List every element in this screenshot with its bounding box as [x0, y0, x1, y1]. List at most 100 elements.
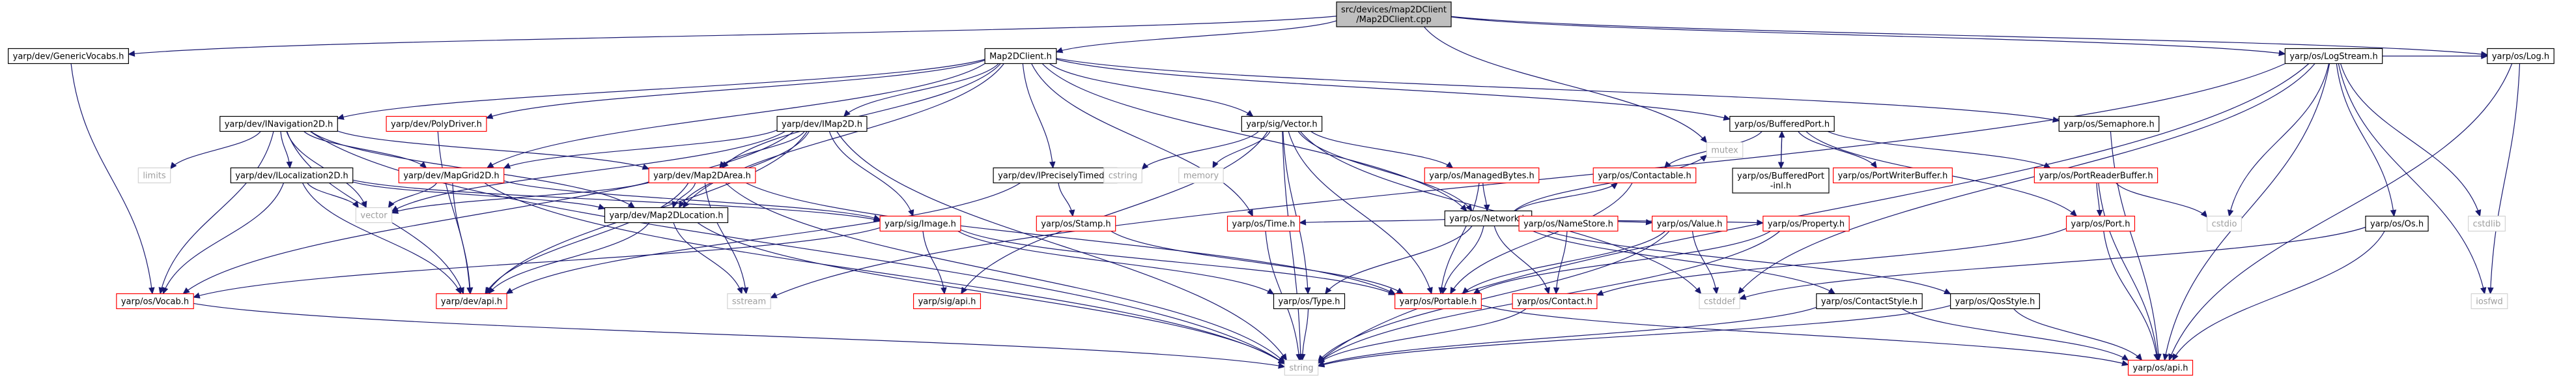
node-label: limits — [143, 171, 166, 181]
node-box — [1592, 167, 1697, 184]
node-ilocalization[interactable]: yarp/dev/ILocalization2D.h — [230, 167, 354, 184]
node-vocab[interactable]: yarp/os/Vocab.h — [116, 293, 194, 310]
node-memory[interactable]: memory — [1178, 167, 1224, 184]
node-map2dlocation[interactable]: yarp/dev/Map2DLocation.h — [604, 207, 729, 224]
node-box — [776, 115, 868, 132]
node-string[interactable]: string — [1284, 359, 1319, 376]
edge-mapgrid-to-devapi — [452, 183, 471, 294]
edge-contactable-to-portable — [1450, 183, 1633, 294]
edge-arrowhead — [169, 162, 177, 170]
node-contact[interactable]: yarp/os/Contact.h — [1512, 293, 1598, 310]
edge-arrowhead — [486, 162, 494, 169]
node-bufferedportimpl[interactable]: yarp/os/BufferedPort-inl.h — [1732, 168, 1830, 194]
edge-contact-to-string — [1318, 308, 1527, 364]
node-qosstyle[interactable]: yarp/os/QosStyle.h — [1950, 293, 2040, 310]
node-imap2d[interactable]: yarp/dev/IMap2D.h — [776, 115, 868, 132]
edge-map2dclient_h-to-map2darea — [722, 63, 1001, 168]
node-cstddef[interactable]: cstddef — [1699, 293, 1740, 310]
node-os-h[interactable]: yarp/os/Os.h — [2365, 215, 2429, 232]
node-osapi[interactable]: yarp/os/api.h — [2127, 359, 2194, 376]
node-vector[interactable]: vector — [355, 207, 393, 224]
edge-managedbytes-to-portable — [1440, 183, 1480, 294]
edge-inav2d-to-mapgrid — [304, 131, 427, 168]
node-bufferedport[interactable]: yarp/os/BufferedPort.h — [1729, 115, 1835, 132]
edge-arrowhead — [1281, 353, 1288, 361]
node-root[interactable]: src/devices/map2DClient/Map2DClient.cpp — [1336, 1, 1452, 27]
node-contactstyle[interactable]: yarp/os/ContactStyle.h — [1816, 293, 1923, 310]
node-sigvector[interactable]: yarp/sig/Vector.h — [1241, 115, 1323, 132]
edge-arrowhead — [2475, 209, 2482, 217]
edge-polydriver-to-devapi — [437, 131, 471, 294]
edge-bufferedport-to-portwriterbuffer — [1798, 131, 1877, 168]
edge-arrowhead — [488, 287, 495, 295]
node-sigapi[interactable]: yarp/sig/api.h — [913, 293, 982, 310]
node-time[interactable]: yarp/os/Time.h — [1226, 215, 1301, 232]
node-portwriterbuffer[interactable]: yarp/os/PortWriterBuffer.h — [1832, 167, 1953, 184]
node-label: yarp/os/Portable.h — [1400, 297, 1477, 307]
edge-map2darea-to-vector — [391, 181, 649, 214]
node-inav2d[interactable]: yarp/dev/INavigation2D.h — [219, 115, 338, 132]
edge-arrowhead — [1460, 204, 1467, 212]
edge-sigvector-to-managedbytes — [1310, 131, 1453, 168]
node-portable[interactable]: yarp/os/Portable.h — [1394, 293, 1482, 310]
edge-value-to-cstddef — [1691, 231, 1718, 294]
node-stamp[interactable]: yarp/os/Stamp.h — [1036, 215, 1116, 232]
edge-qosstyle-to-osapi — [2013, 308, 2142, 361]
node-label: sstream — [732, 297, 766, 307]
node-devapi[interactable]: yarp/dev/api.h — [436, 293, 507, 310]
edge-arrowhead — [503, 162, 511, 169]
node-box — [1103, 167, 1142, 184]
node-managedbytes[interactable]: yarp/os/ManagedBytes.h — [1424, 167, 1540, 184]
node-polydriver[interactable]: yarp/dev/PolyDriver.h — [386, 115, 487, 132]
edge-arrowhead — [2390, 209, 2397, 217]
edge-arrowhead — [388, 200, 395, 209]
node-generic-vocabs[interactable]: yarp/dev/GenericVocabs.h — [8, 48, 129, 65]
node-semaphore[interactable]: yarp/os/Semaphore.h — [2058, 115, 2160, 132]
node-label: string — [1289, 364, 1313, 374]
node-cstdlib[interactable]: cstdlib — [2468, 215, 2506, 232]
edge-map2dclient_h-to-inav2d — [337, 59, 985, 119]
node-label: yarp/dev/IMap2D.h — [782, 120, 862, 130]
node-iosfwd[interactable]: iosfwd — [2470, 293, 2508, 310]
node-cstring[interactable]: cstring — [1103, 167, 1142, 184]
node-label: yarp/os/ContactStyle.h — [1821, 297, 1918, 307]
node-mapgrid[interactable]: yarp/dev/MapGrid2D.h — [398, 167, 505, 184]
node-property[interactable]: yarp/os/Property.h — [1762, 215, 1850, 232]
node-mutex[interactable]: mutex — [1706, 141, 1744, 158]
node-logstream[interactable]: yarp/os/LogStream.h — [2284, 48, 2383, 65]
node-box — [2058, 115, 2160, 132]
edge-arrowhead — [2153, 353, 2160, 361]
node-portreaderbuffer[interactable]: yarp/os/PortReaderBuffer.h — [2033, 167, 2158, 184]
node-cstdio[interactable]: cstdio — [2206, 215, 2243, 232]
node-value[interactable]: yarp/os/Value.h — [1651, 215, 1728, 232]
edge-port-to-osapi — [2103, 231, 2158, 361]
node-ipreciselytimed[interactable]: yarp/dev/IPreciselyTimed.h — [993, 167, 1118, 184]
node-contactable[interactable]: yarp/os/Contactable.h — [1592, 167, 1697, 184]
edge-arrowhead — [1484, 204, 1490, 212]
node-box — [1699, 293, 1740, 310]
edge-logstream-to-iosfwd — [2338, 63, 2485, 294]
node-label: yarp/os/Semaphore.h — [2063, 120, 2155, 130]
edge-arrowhead — [337, 113, 345, 120]
edge-arrowhead — [2168, 353, 2175, 361]
node-map2dclient-h[interactable]: Map2DClient.h — [984, 48, 1057, 65]
node-log-h[interactable]: yarp/os/Log.h — [2487, 48, 2555, 65]
edge-arrowhead — [1738, 293, 1747, 300]
node-box — [386, 115, 487, 132]
edge-portable-to-osapi — [1481, 304, 2129, 366]
edge-arrowhead — [1266, 288, 1275, 295]
edge-contactstyle-to-string — [1318, 306, 1817, 366]
edge-stamp-to-portable — [1111, 230, 1404, 295]
node-label: cstdio — [2212, 220, 2237, 229]
node-map2darea[interactable]: yarp/dev/Map2DArea.h — [648, 167, 756, 184]
node-type-h[interactable]: yarp/os/Type.h — [1273, 293, 1346, 310]
node-limits[interactable]: limits — [137, 167, 171, 184]
node-port[interactable]: yarp/os/Port.h — [2065, 215, 2136, 232]
edge-map2dclient_h-to-time — [1031, 63, 1253, 216]
node-namestore[interactable]: yarp/os/NameStore.h — [1518, 215, 1619, 232]
edge-ipreciselytimed-to-devapi — [506, 182, 1021, 295]
node-image[interactable]: yarp/sig/Image.h — [879, 215, 961, 232]
node-sstream[interactable]: sstream — [727, 293, 771, 310]
node-label: yarp/sig/Image.h — [885, 220, 956, 229]
edge-arrowhead — [1778, 130, 1785, 138]
